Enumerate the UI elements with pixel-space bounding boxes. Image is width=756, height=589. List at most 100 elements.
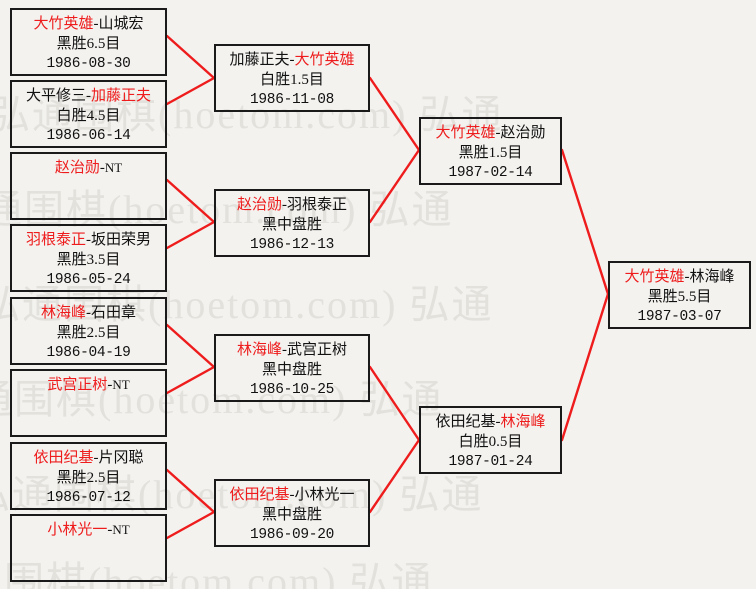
player-loser: 坂田荣男 [91, 232, 152, 248]
match-pairing: 依田纪基-片冈聪 [12, 449, 165, 469]
pairing-separator: - [495, 125, 501, 141]
match-result: 黑胜2.5目 [56, 324, 121, 341]
connector-r2m4-to-sf2 [368, 438, 421, 514]
player-loser: 大平修三 [25, 88, 86, 104]
match-box-r1m3[interactable]: 赵治勋-NT [10, 152, 167, 220]
match-result: 白胜4.5目 [56, 107, 121, 124]
match-date: 1986-09-20 [249, 526, 334, 543]
match-result: 白胜1.5目 [260, 71, 324, 88]
connector-r1m4-to-r2m2 [165, 220, 216, 250]
player-loser: 林海峰 [689, 269, 735, 285]
bye-label: NT [104, 160, 123, 175]
connector-r1m3-to-r2m2 [165, 178, 216, 224]
player-winner: 依田纪基 [229, 487, 290, 503]
connector-r1m5-to-r2m3 [165, 323, 216, 369]
player-winner: 赵治勋 [54, 160, 100, 176]
connector-r2m1-to-sf1 [368, 76, 421, 152]
match-pairing: 依田纪基-小林光一 [216, 486, 368, 506]
pairing-separator: - [93, 450, 99, 466]
match-date: 1987-03-07 [637, 308, 722, 325]
match-result: 黑中盘胜 [261, 361, 322, 378]
match-date: 1986-07-12 [46, 489, 131, 506]
pairing-separator: - [86, 305, 91, 321]
player-loser: 加藤正夫 [229, 52, 290, 68]
player-winner: 大竹英雄 [624, 269, 685, 285]
player-loser: 片冈聪 [98, 450, 144, 466]
player-winner: 依田纪基 [33, 450, 94, 466]
match-box-final[interactable]: 大竹英雄-林海峰 黑胜5.5目 1987-03-07 [608, 261, 751, 329]
match-pairing: 武宫正树-NT [12, 376, 165, 396]
pairing-separator: - [99, 160, 105, 176]
connector-r1m6-to-r2m3 [165, 365, 216, 395]
match-pairing: 小林光一-NT [12, 521, 165, 541]
pairing-separator: - [282, 197, 287, 213]
match-pairing: 大竹英雄-赵治勋 [421, 124, 560, 144]
player-winner: 林海峰 [40, 305, 86, 321]
match-result: 黑胜3.5目 [56, 251, 121, 268]
match-result: 黑胜5.5目 [647, 288, 712, 305]
match-pairing: 大平修三-加藤正夫 [12, 87, 165, 107]
match-box-r1m2[interactable]: 大平修三-加藤正夫 白胜4.5目 1986-06-14 [10, 80, 167, 148]
player-winner: 大竹英雄 [33, 16, 94, 32]
match-box-sf1[interactable]: 大竹英雄-赵治勋 黑胜1.5目 1987-02-14 [419, 117, 562, 185]
match-result: 黑中盘胜 [261, 506, 322, 523]
connector-sf1-to-final [560, 148, 610, 296]
match-date: 1987-02-14 [448, 164, 533, 181]
pairing-separator: - [86, 232, 91, 248]
match-box-r2m1[interactable]: 加藤正夫-大竹英雄 白胜1.5目 1986-11-08 [214, 44, 370, 112]
pairing-separator: - [93, 16, 99, 32]
pairing-separator: - [495, 414, 501, 430]
connector-r1m7-to-r2m4 [165, 468, 216, 514]
pairing-separator: - [289, 487, 295, 503]
match-result: 黑胜6.5目 [56, 35, 121, 52]
match-pairing: 林海峰-武宫正树 [216, 341, 368, 361]
match-box-r2m4[interactable]: 依田纪基-小林光一 黑中盘胜 1986-09-20 [214, 479, 370, 547]
player-loser: 依田纪基 [435, 414, 496, 430]
match-date: 1986-12-13 [249, 236, 334, 253]
connector-r2m2-to-sf1 [368, 148, 421, 224]
player-loser: 武宫正树 [287, 342, 348, 358]
bye-label: NT [112, 377, 130, 392]
connector-r1m2-to-r2m1 [165, 76, 216, 106]
match-box-r1m6[interactable]: 武宫正树-NT [10, 369, 167, 437]
match-result: 白胜0.5目 [458, 433, 523, 450]
match-box-r1m4[interactable]: 羽根泰正-坂田荣男 黑胜3.5目 1986-05-24 [10, 224, 167, 292]
pairing-separator: - [107, 377, 113, 393]
player-winner: 林海峰 [500, 414, 546, 430]
match-box-sf2[interactable]: 依田纪基-林海峰 白胜0.5目 1987-01-24 [419, 406, 562, 474]
pairing-separator: - [289, 52, 295, 68]
match-date: 1986-06-14 [46, 127, 131, 144]
match-box-r2m3[interactable]: 林海峰-武宫正树 黑中盘胜 1986-10-25 [214, 334, 370, 402]
match-pairing: 大竹英雄-林海峰 [610, 268, 749, 288]
match-pairing: 赵治勋-羽根泰正 [216, 196, 368, 216]
bye-label: NT [112, 522, 130, 537]
pairing-separator: - [282, 342, 287, 358]
player-loser: 赵治勋 [500, 125, 546, 141]
match-date: 1986-04-19 [46, 344, 131, 361]
match-pairing: 加藤正夫-大竹英雄 [216, 51, 368, 71]
match-pairing: 羽根泰正-坂田荣男 [12, 231, 165, 251]
match-box-r1m8[interactable]: 小林光一-NT [10, 514, 167, 582]
match-box-r1m1[interactable]: 大竹英雄-山城宏 黑胜6.5目 1986-08-30 [10, 8, 167, 76]
match-date: 1986-08-30 [46, 55, 131, 72]
match-date: 1986-05-24 [46, 271, 131, 288]
player-winner: 大竹英雄 [435, 125, 496, 141]
player-winner: 武宫正树 [47, 377, 108, 393]
match-box-r1m5[interactable]: 林海峰-石田章 黑胜2.5目 1986-04-19 [10, 297, 167, 365]
match-date: 1986-10-25 [249, 381, 334, 398]
match-box-r1m7[interactable]: 依田纪基-片冈聪 黑胜2.5目 1986-07-12 [10, 442, 167, 510]
player-winner: 羽根泰正 [25, 232, 86, 248]
match-box-r2m2[interactable]: 赵治勋-羽根泰正 黑中盘胜 1986-12-13 [214, 189, 370, 257]
match-pairing: 赵治勋-NT [12, 159, 165, 179]
connector-r1m1-to-r2m1 [165, 34, 216, 80]
pairing-separator: - [86, 88, 91, 104]
player-loser: 山城宏 [98, 16, 144, 32]
pairing-separator: - [684, 269, 690, 285]
match-pairing: 大竹英雄-山城宏 [12, 15, 165, 35]
match-date: 1986-11-08 [249, 91, 334, 108]
connector-sf2-to-final [560, 292, 610, 442]
match-pairing: 林海峰-石田章 [12, 304, 165, 324]
match-pairing: 依田纪基-林海峰 [421, 413, 560, 433]
player-loser: 石田章 [91, 305, 137, 321]
